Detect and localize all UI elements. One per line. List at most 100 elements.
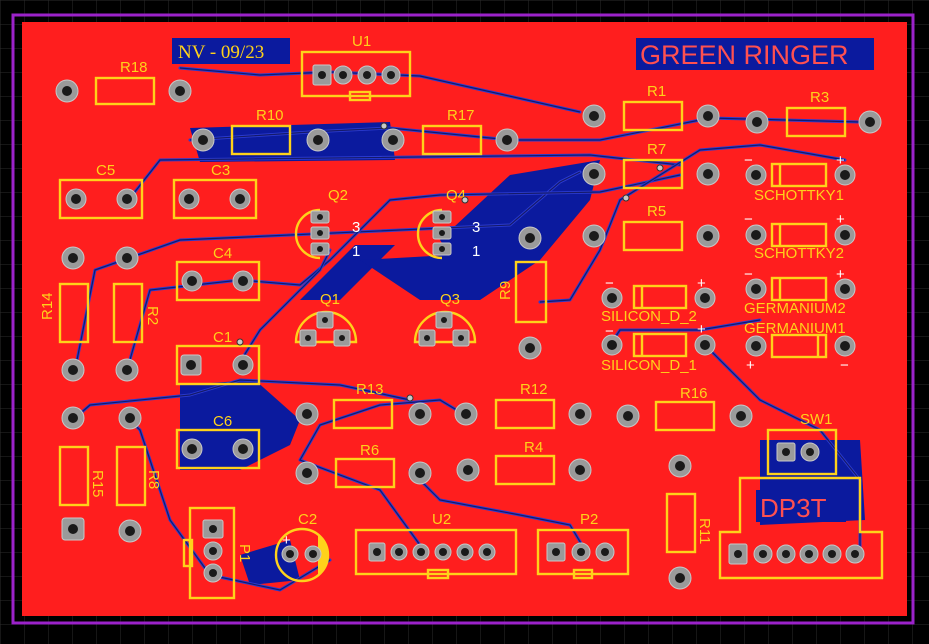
svg-text:Q2: Q2 <box>328 187 348 204</box>
svg-text:GERMANIUM2: GERMANIUM2 <box>744 300 846 317</box>
q3-transistor: Q3 <box>413 291 477 347</box>
bottom-pour-3 <box>360 160 600 300</box>
svg-text:SCHOTTKY2: SCHOTTKY2 <box>754 245 844 262</box>
svg-text:+: + <box>836 211 845 228</box>
svg-text:C2: C2 <box>298 511 317 528</box>
svg-text:R7: R7 <box>647 141 666 158</box>
svg-text:−: − <box>840 357 849 374</box>
svg-text:R8: R8 <box>145 470 162 489</box>
svg-text:U1: U1 <box>352 33 371 50</box>
svg-text:C6: C6 <box>213 413 232 430</box>
schottky1-diode: − + SCHOTTKY1 <box>744 152 856 204</box>
r10-resistor: R10 <box>191 107 330 156</box>
c3-capacitor: C3 <box>172 162 258 220</box>
svg-text:SCHOTTKY1: SCHOTTKY1 <box>754 187 844 204</box>
c5-capacitor: C5 <box>58 162 144 220</box>
p1-connector: P1 <box>182 506 253 600</box>
svg-text:R11: R11 <box>696 518 713 544</box>
germanium2-diode: − + GERMANIUM2 <box>744 266 856 317</box>
svg-text:+: + <box>697 321 706 338</box>
svg-text:C4: C4 <box>213 245 232 262</box>
svg-text:GERMANIUM1: GERMANIUM1 <box>744 320 846 337</box>
svg-text:SILICON_D_1: SILICON_D_1 <box>601 357 697 374</box>
r13-resistor: R13 <box>295 381 432 430</box>
board-outline <box>11 13 915 625</box>
q4-transistor: Q4 3 1 <box>416 187 480 260</box>
svg-text:C1: C1 <box>213 329 232 346</box>
p2-connector: P2 <box>536 511 630 580</box>
q2-transistor: Q2 3 1 <box>294 187 360 260</box>
svg-text:R9: R9 <box>497 281 514 300</box>
svg-text:−: − <box>744 266 753 283</box>
r9-resistor: R9 <box>497 226 548 360</box>
germanium1-diode: GERMANIUM1 + − <box>744 320 856 374</box>
svg-text:−: − <box>605 275 614 292</box>
svg-text:R2: R2 <box>144 306 161 325</box>
svg-text:R16: R16 <box>680 385 708 402</box>
c4-capacitor: C4 <box>175 245 261 302</box>
svg-text:R17: R17 <box>447 107 475 124</box>
svg-text:R4: R4 <box>524 439 543 456</box>
svg-text:−: − <box>605 323 614 340</box>
svg-text:R1: R1 <box>647 83 666 100</box>
svg-text:Q1: Q1 <box>320 291 340 308</box>
svg-text:SW1: SW1 <box>800 411 833 428</box>
vias <box>236 122 664 402</box>
svg-text:C5: C5 <box>96 162 115 179</box>
c2-capacitor: C2 + <box>274 511 330 583</box>
svg-text:R13: R13 <box>356 381 384 398</box>
svg-text:+: + <box>282 532 291 549</box>
c6-capacitor: C6 <box>175 413 261 470</box>
r6-resistor: R6 <box>295 442 432 489</box>
r4-resistor: R4 <box>456 439 592 486</box>
svg-text:R15: R15 <box>89 470 106 498</box>
svg-text:SILICON_D_2: SILICON_D_2 <box>601 308 697 325</box>
r14-resistor: R14 <box>39 246 90 382</box>
r17-resistor: R17 <box>381 107 519 156</box>
r18-resistor: R18 <box>55 59 192 106</box>
silicon-d1-diode: − + SILICON_D_1 <box>601 321 716 374</box>
svg-text:P1: P1 <box>236 544 253 562</box>
r3-resistor: R3 <box>745 89 882 138</box>
svg-text:+: + <box>746 357 755 374</box>
r2-resistor: R2 <box>112 246 161 382</box>
r12-resistor: R12 <box>454 381 592 430</box>
u2-connector: U2 <box>354 511 518 580</box>
u1-pads[interactable] <box>312 64 401 86</box>
q1-transistor: Q1 <box>294 291 358 347</box>
svg-text:1: 1 <box>472 243 480 260</box>
svg-text:R14: R14 <box>39 292 56 320</box>
svg-text:P2: P2 <box>580 511 598 528</box>
r5-resistor: R5 <box>582 203 720 252</box>
dp3t-switch: DP3T <box>718 476 884 580</box>
bottom-pour-2 <box>300 245 395 300</box>
sw1-switch: SW1 <box>766 411 838 476</box>
silicon-d2-diode: − + SILICON_D_2 <box>601 275 716 325</box>
svg-text:NV - 09/23: NV - 09/23 <box>178 42 264 63</box>
svg-text:R5: R5 <box>647 203 666 220</box>
svg-text:Q4: Q4 <box>446 187 466 204</box>
r7-resistor: R7 <box>582 141 720 190</box>
svg-text:−: − <box>744 211 753 228</box>
bottom-pour-4 <box>180 380 300 470</box>
r11-resistor: R11 <box>665 454 713 590</box>
schottky2-diode: − + SCHOTTKY2 <box>744 211 856 262</box>
svg-text:3: 3 <box>352 219 360 236</box>
u1-connector: U1 <box>300 33 412 102</box>
date-label: NV - 09/23 <box>172 38 290 64</box>
svg-text:U2: U2 <box>432 511 451 528</box>
r15-resistor: R15 <box>58 406 106 541</box>
r16-resistor: R16 <box>616 385 753 432</box>
svg-text:C3: C3 <box>211 162 230 179</box>
svg-text:3: 3 <box>472 219 480 236</box>
svg-text:GREEN RINGER: GREEN RINGER <box>640 40 849 70</box>
svg-text:Q3: Q3 <box>440 291 460 308</box>
svg-text:R6: R6 <box>360 442 379 459</box>
bottom-pour-1 <box>190 122 395 162</box>
svg-text:R12: R12 <box>520 381 548 398</box>
svg-text:R18: R18 <box>120 59 148 76</box>
svg-text:−: − <box>744 152 753 169</box>
svg-text:+: + <box>697 275 706 292</box>
svg-text:DP3T: DP3T <box>760 493 827 523</box>
